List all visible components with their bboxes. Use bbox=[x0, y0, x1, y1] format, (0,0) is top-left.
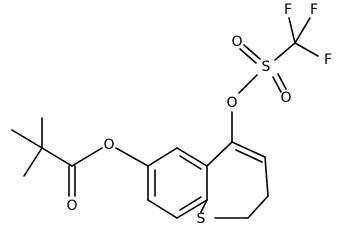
bond-o-s bbox=[238, 74, 258, 94]
atom-ring-sulfur: S bbox=[197, 211, 206, 227]
bond-carbonyl-ester-o bbox=[71, 147, 103, 167]
bond-s-o-down-2 bbox=[277, 73, 287, 90]
atom-sulfonyl-oxygen-left: O bbox=[231, 34, 242, 50]
bond-c-f-top-right bbox=[294, 17, 311, 44]
atom-sulfonyl-oxygen-down: O bbox=[280, 90, 291, 106]
atom-ester-oxygen: O bbox=[103, 137, 114, 153]
bond-ar-2 bbox=[176, 147, 208, 167]
bond-ar-inner-1 bbox=[179, 155, 202, 170]
bond-ar-inner-2 bbox=[179, 196, 202, 211]
bond-ring-c3 bbox=[264, 156, 269, 197]
bond-ring-c2 bbox=[247, 195, 269, 219]
bond-tbu-carbonyl bbox=[41, 147, 73, 167]
atom-carbonyl-oxygen: O bbox=[66, 198, 77, 214]
bond-ar-5 bbox=[147, 199, 178, 219]
bond-ar-1 bbox=[147, 147, 178, 167]
bond-ring-c4-double-inner bbox=[235, 149, 263, 163]
bond-s-cf3 bbox=[274, 42, 296, 61]
atom-fluorine-right: F bbox=[324, 52, 332, 68]
atom-triflate-oxygen: O bbox=[226, 95, 237, 111]
atom-sulfonyl-sulfur: S bbox=[262, 59, 271, 75]
bond-ar-4 bbox=[176, 199, 208, 219]
atom-labels: O O S O S O O F F F bbox=[66, 2, 332, 227]
atom-fluorine-top-left: F bbox=[284, 2, 292, 18]
bond-tbu-3 bbox=[23, 147, 43, 177]
bond-lines bbox=[11, 17, 319, 219]
bond-ring-c4-double bbox=[231, 141, 266, 158]
bond-c-f-right bbox=[294, 42, 319, 57]
bond-s-o-down-1 bbox=[272, 76, 282, 93]
bond-ring-c5 bbox=[206, 141, 233, 167]
bond-ester-o-aryl bbox=[115, 147, 149, 167]
bond-s-o-left-2 bbox=[243, 44, 261, 60]
bond-ring-s-ar bbox=[200, 199, 208, 213]
bond-tbu-2 bbox=[11, 129, 43, 149]
atom-fluorine-top-right: F bbox=[310, 2, 318, 18]
bond-c-f-top-left bbox=[288, 17, 296, 44]
bond-s-o-left-1 bbox=[239, 48, 257, 64]
